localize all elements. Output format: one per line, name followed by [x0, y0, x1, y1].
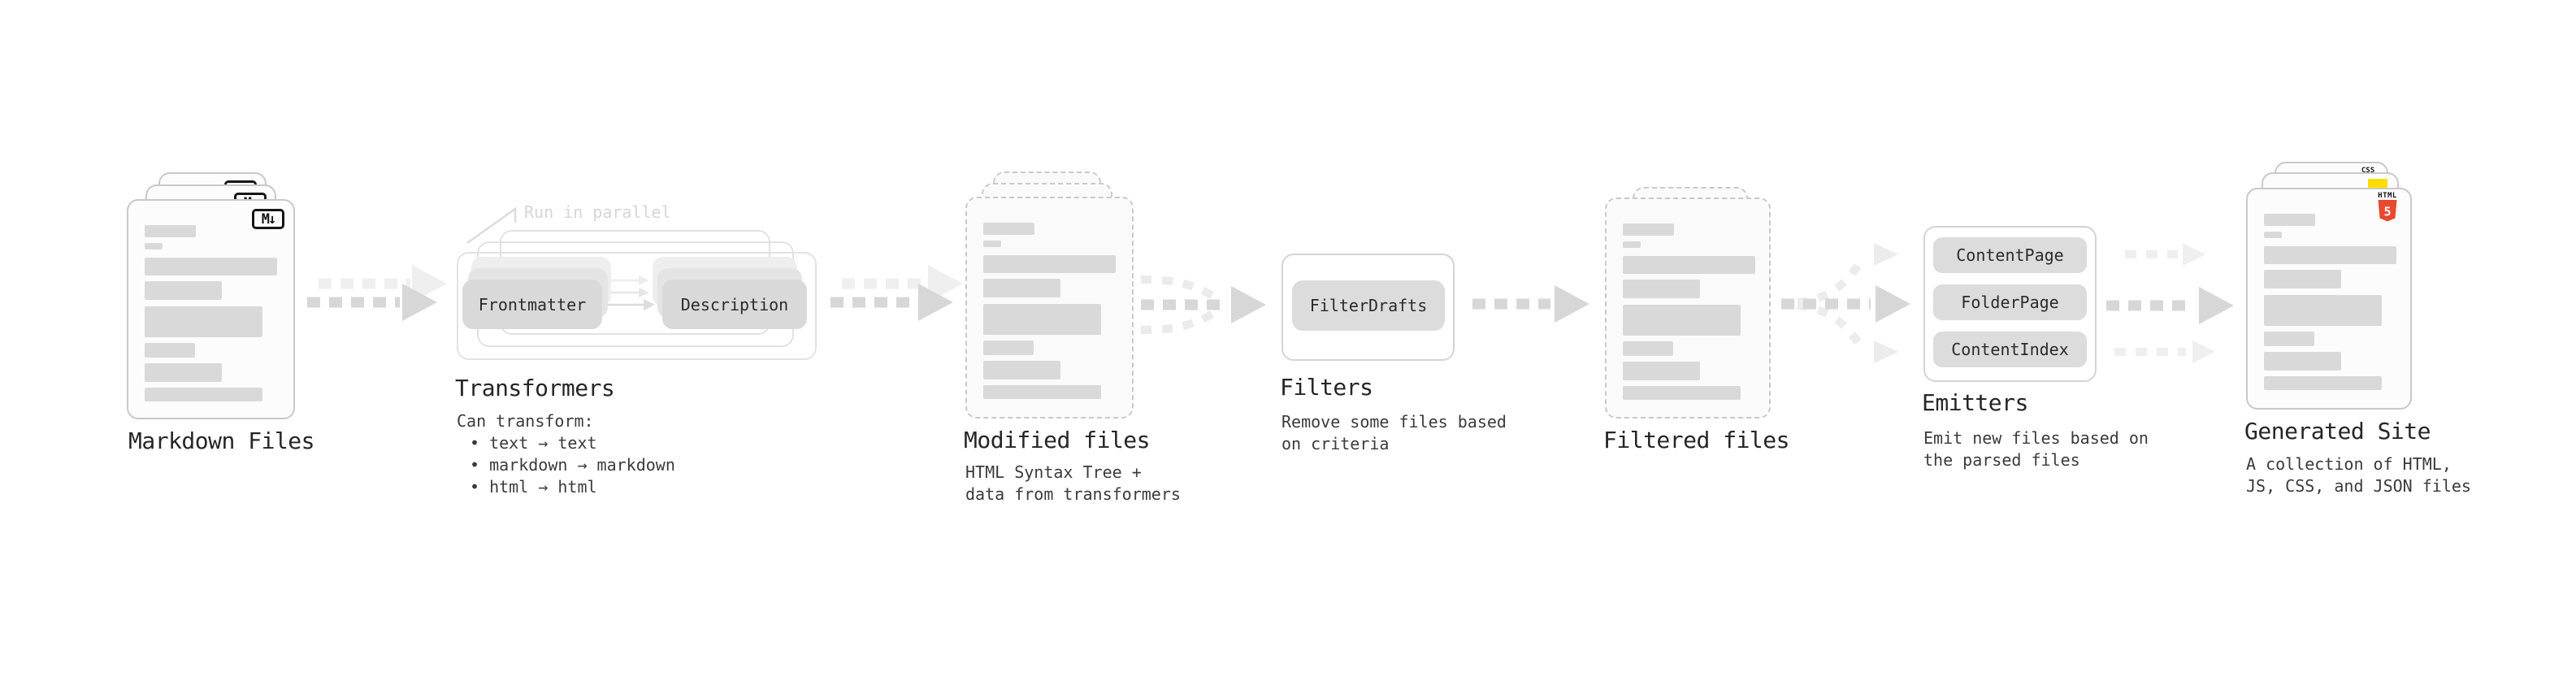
doc-placeholder-line	[145, 243, 163, 249]
doc-placeholder-line	[1623, 305, 1741, 336]
doc-placeholder-line	[145, 258, 277, 275]
markdown-icon: M↓	[252, 209, 284, 229]
stage-label-transformers: Transformers	[455, 375, 615, 401]
arrow-transformers-to-modified	[830, 284, 953, 321]
stage-desc-transformers: • markdown → markdown	[470, 455, 675, 475]
stage-label-emitters: Emitters	[1922, 389, 2028, 416]
stage-desc-modified: data from transformers	[965, 484, 1181, 504]
doc-placeholder-line	[2264, 352, 2341, 371]
stage-desc-transformers: • text → text	[470, 433, 597, 453]
arrow-filters-to-filtered	[1472, 285, 1589, 323]
doc-placeholder-line	[2264, 295, 2382, 326]
transformer-pill-frontmatter: Frontmatter	[462, 280, 602, 329]
emitter-pill-contentindex: ContentIndex	[1933, 332, 2087, 367]
doc-placeholder-line	[1623, 362, 1700, 380]
doc-placeholder-line	[1623, 223, 1674, 236]
transformers-frame-front	[457, 252, 817, 360]
stage-desc-emitters: Emit new files based on	[1923, 428, 2149, 448]
stage-desc-transformers: • html → html	[470, 477, 597, 497]
doc-placeholder-line	[1623, 280, 1700, 298]
doc-placeholder-line	[145, 343, 195, 358]
arrow-transformers-to-modified-ghost	[842, 265, 963, 302]
generated-card-front: HTML 5	[2246, 188, 2412, 410]
stage-label-generated-site: Generated Site	[2244, 418, 2431, 445]
svg-text:5: 5	[2383, 205, 2391, 219]
doc-placeholder-line	[983, 279, 1060, 297]
html5-icon: HTML 5	[2375, 192, 2400, 222]
doc-placeholder-line	[1623, 241, 1641, 248]
doc-placeholder-line	[145, 388, 262, 401]
doc-placeholder-line	[145, 225, 196, 237]
stage-desc-modified: HTML Syntax Tree +	[965, 462, 1142, 482]
arrow-markdown-to-transformers	[307, 284, 437, 321]
doc-placeholder-line	[145, 281, 222, 300]
doc-placeholder-line	[2264, 232, 2282, 238]
filtered-file-card-front	[1605, 197, 1771, 419]
emitter-pill-folderpage: FolderPage	[1933, 284, 2087, 320]
stage-label-filters: Filters	[1280, 374, 1373, 401]
stage-desc-transformers: Can transform:	[457, 411, 594, 431]
doc-placeholder-line	[2264, 270, 2341, 288]
doc-placeholder-line	[2264, 246, 2396, 264]
stage-desc-emitters: the parsed files	[1923, 450, 2080, 470]
doc-placeholder-line	[983, 304, 1101, 335]
doc-placeholder-line	[2264, 214, 2315, 226]
doc-placeholder-line	[983, 255, 1116, 273]
stage-label-markdown-files: Markdown Files	[128, 427, 315, 454]
stage-desc-generated: JS, CSS, and JSON files	[2246, 476, 2471, 496]
stage-label-filtered-files: Filtered files	[1603, 427, 1790, 453]
doc-placeholder-line	[983, 361, 1060, 380]
stage-desc-filters: Remove some files based	[1281, 412, 1507, 432]
arrow-emitters-to-generated	[2106, 243, 2234, 363]
doc-placeholder-line	[983, 223, 1034, 235]
arrow-filtered-to-emitters-split	[1781, 243, 1910, 363]
doc-placeholder-line	[1623, 386, 1741, 400]
stage-desc-filters: on criteria	[1281, 434, 1390, 453]
markdown-file-card-front: M↓	[127, 199, 295, 419]
doc-placeholder-line	[2264, 376, 2382, 390]
modified-file-card-front	[965, 197, 1134, 419]
doc-placeholder-line	[983, 385, 1101, 399]
emitter-pill-contentpage: ContentPage	[1933, 237, 2087, 273]
html5-shield: 5	[2378, 200, 2397, 222]
doc-placeholder-line	[1623, 256, 1755, 274]
doc-placeholder-line	[145, 363, 222, 382]
doc-placeholder-line	[983, 241, 1001, 247]
filter-pill-filterdrafts: FilterDrafts	[1292, 280, 1445, 331]
stage-label-modified-files: Modified files	[964, 427, 1151, 453]
stage-desc-generated: A collection of HTML,	[2246, 454, 2452, 474]
arrow-modified-to-filters-merge	[1140, 275, 1266, 334]
doc-placeholder-line	[145, 306, 262, 337]
arrow-markdown-to-transformers-ghost	[319, 265, 447, 302]
run-in-parallel-label: Run in parallel	[524, 202, 671, 222]
transformer-pill-description: Description	[662, 280, 807, 329]
doc-placeholder-line	[1623, 341, 1673, 356]
js-icon	[2368, 179, 2387, 189]
doc-placeholder-line	[2264, 332, 2314, 346]
doc-placeholder-line	[983, 340, 1034, 355]
